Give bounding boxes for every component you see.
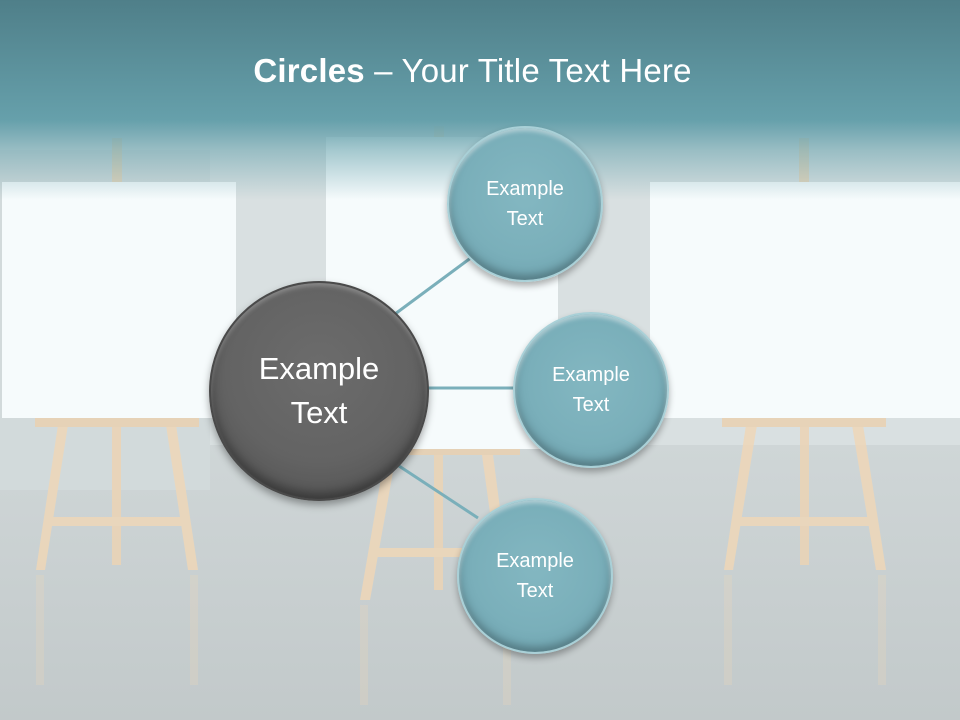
node-circle-top[interactable]: Example Text (447, 126, 603, 282)
title-bold: Circles (253, 52, 365, 89)
node-label-line1: Example (496, 550, 574, 572)
slide-title[interactable]: Circles – Your Title Text Here (0, 52, 945, 90)
left-canvas (2, 182, 236, 418)
center-label-line1: Example (258, 351, 380, 386)
node-circle-bottom[interactable]: Example Text (457, 498, 613, 654)
center-circle[interactable]: Example Text (209, 281, 429, 501)
node-label-line1: Example (486, 178, 564, 200)
connector-top (394, 255, 473, 316)
right-canvas (650, 182, 960, 418)
node-label-line2: Text (506, 208, 544, 230)
node-circle-middle[interactable]: Example Text (513, 312, 669, 468)
connector-bottom (395, 462, 479, 520)
center-label-line2: Text (290, 395, 348, 430)
title-rest: – Your Title Text Here (364, 52, 692, 89)
node-label-line1: Example (552, 364, 630, 386)
node-label-line2: Text (572, 394, 610, 416)
left-easel (35, 138, 199, 570)
node-label-line2: Text (516, 580, 554, 602)
